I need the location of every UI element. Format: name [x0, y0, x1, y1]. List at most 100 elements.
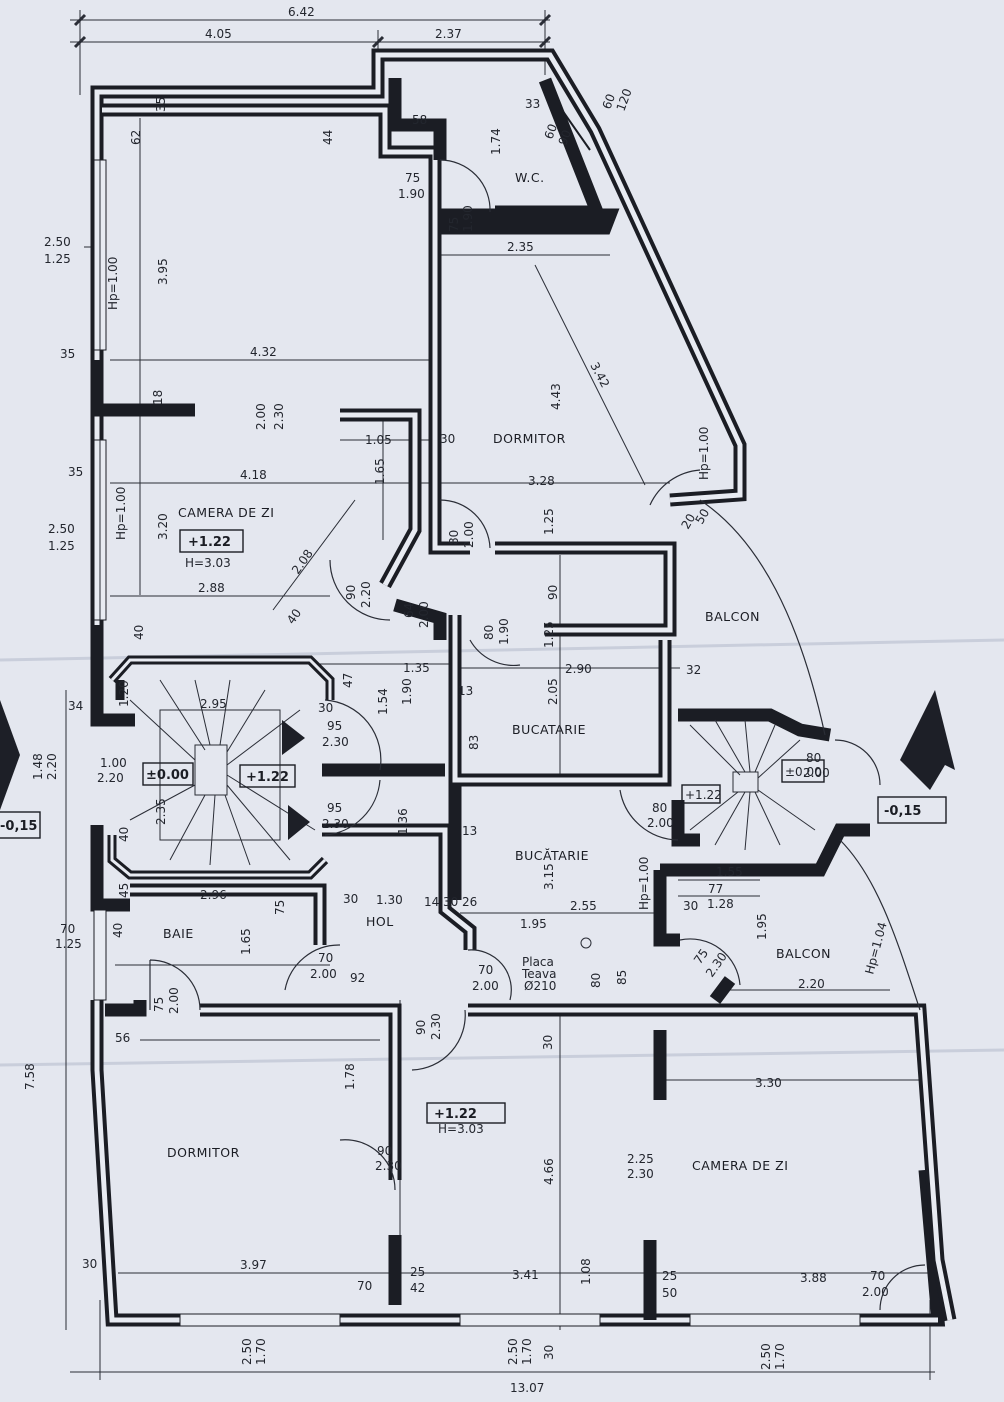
level-label: +1.22 — [188, 535, 231, 550]
level-labels: +1.22 H=3.03 +1.22 H=3.03 ±0.00 +1.22 ±0… — [0, 535, 921, 1136]
dimension-label: 1.90 — [398, 187, 425, 201]
dimension-label: 4.43 — [549, 383, 563, 410]
dimension-label: 80 — [589, 973, 603, 988]
dimension-label: 2.00 — [803, 766, 830, 780]
dimension-label: 90 — [377, 1144, 392, 1158]
room-label-camera-de-zi: CAMERA DE ZI — [178, 505, 274, 520]
dimension-label: 2.00 — [167, 987, 181, 1014]
dimension-label: 4.32 — [250, 345, 277, 359]
dimension-label: 1.20 — [117, 680, 131, 707]
dimension-label: 40 — [117, 827, 131, 842]
window-marks — [93, 99, 861, 1327]
room-label-camera-de-zi: CAMERA DE ZI — [692, 1158, 788, 1173]
paper-fold-line — [0, 1048, 1004, 1067]
dimension-label: 75 — [152, 997, 166, 1012]
dimension-label: 47 — [341, 673, 355, 688]
dimension-label: 35 — [68, 465, 83, 479]
dimension-label: 13.07 — [510, 1381, 544, 1395]
dimension-label: 2.20 — [45, 753, 59, 780]
dimension-label: 58 — [412, 113, 427, 127]
dimension-label: 1.90 — [461, 205, 475, 232]
dimension-label: 1.05 — [365, 433, 392, 447]
dimension-label: 2.00 — [647, 816, 674, 830]
room-label-dormitor: DORMITOR — [493, 431, 566, 446]
room-label-hol: HOL — [366, 914, 394, 929]
dimension-label: 42 — [410, 1281, 425, 1295]
dimension-label: 34 — [68, 699, 83, 713]
dimension-label: 4.05 — [205, 27, 232, 41]
level-label: +1.22 — [246, 770, 289, 785]
dimension-label: 3.30 — [755, 1076, 782, 1090]
level-label: +1.22 — [685, 788, 722, 802]
dimension-label: 1.54 — [376, 688, 390, 715]
level-label: ±0.00 — [785, 765, 822, 779]
dimension-label: 70 — [318, 951, 333, 965]
dimension-label: 1.95 — [520, 917, 547, 931]
dimension-label: 1.30 — [376, 893, 403, 907]
level-label: -0,15 — [884, 804, 921, 819]
dimension-label: 2.30 — [429, 1013, 443, 1040]
entrance-left-arrow — [0, 700, 20, 810]
dimension-label: 70 — [60, 922, 75, 936]
dimension-label: Hp=1.00 — [106, 257, 120, 310]
room-label-bucatarie: BUCATARIE — [512, 722, 586, 737]
dimension-label: 13 — [458, 684, 473, 698]
entrance-arrows — [0, 690, 955, 840]
dimension-label: 45 — [117, 883, 131, 898]
dimension-label: 1.78 — [343, 1063, 357, 1090]
dimension-label: 40 — [132, 625, 146, 640]
dimension-label: 80 — [652, 801, 667, 815]
dimension-label: 90 — [546, 585, 560, 600]
dimension-label: 95 — [327, 719, 342, 733]
dimension-label: 90 — [414, 1020, 428, 1035]
dimension-lines — [65, 10, 935, 1380]
dimension-label: 1.70 — [254, 1338, 268, 1365]
dimension-label: 3.41 — [512, 1268, 539, 1282]
room-label-dormitor: DORMITOR — [167, 1145, 240, 1160]
dimension-label: 40 — [111, 923, 125, 938]
room-label-wc: W.C. — [515, 170, 545, 185]
dimension-label: 83 — [467, 735, 481, 750]
dimension-label: 2.30 — [272, 403, 286, 430]
level-label: ±0.00 — [146, 768, 189, 783]
dimension-label: 2.30 — [322, 817, 349, 831]
dimension-label: 7.58 — [23, 1063, 37, 1090]
dimension-label: 13 — [462, 824, 477, 838]
dimension-label: 70 — [870, 1269, 885, 1283]
dimension-label: 2.35 — [507, 240, 534, 254]
dimension-label: 30 — [683, 899, 698, 913]
dimension-label: 2.50 — [48, 522, 75, 536]
dimension-label: 77 — [708, 882, 723, 896]
dimension-label: Hp=1.00 — [697, 427, 711, 480]
dimension-label: 75 — [273, 900, 287, 915]
dimension-label: 56 — [115, 1031, 130, 1045]
room-label-balcon: BALCON — [776, 946, 831, 961]
dimension-label: 75 — [405, 171, 420, 185]
dimension-label: 3.20 — [156, 513, 170, 540]
dimension-label: 4.66 — [542, 1158, 556, 1185]
dimension-label: 2.95 — [200, 697, 227, 711]
dimension-label: 1.65 — [373, 458, 387, 485]
dimension-label: 75 — [447, 217, 461, 232]
pipe-label: Ø210 — [524, 979, 556, 993]
dimension-label: 95 — [327, 801, 342, 815]
dimension-label: 1.28 — [707, 897, 734, 911]
dimension-label: 3.88 — [800, 1271, 827, 1285]
dimension-label: 18 — [151, 390, 165, 405]
dimension-label: 1.00 — [100, 756, 127, 770]
dimension-label: 80 — [806, 751, 821, 765]
dimension-label: 1.36 — [396, 808, 410, 835]
dimension-label: 30 — [542, 1345, 556, 1360]
room-label-bucatarie: BUCĂTARIE — [515, 848, 589, 863]
room-label-baie: BAIE — [163, 926, 194, 941]
staircase-right — [580, 719, 816, 949]
stair-arrow — [288, 805, 310, 840]
dimension-label: 1.25 — [55, 937, 82, 951]
dimension-label: 2.35 — [154, 798, 168, 825]
dimension-label: 2.88 — [198, 581, 225, 595]
dimension-label: 3.15 — [542, 863, 556, 890]
level-label: -0,15 — [0, 819, 37, 834]
dimension-label: 2.20 — [798, 977, 825, 991]
dimension-label: 2.50 — [759, 1343, 773, 1370]
dimension-label: 3.97 — [240, 1258, 267, 1272]
